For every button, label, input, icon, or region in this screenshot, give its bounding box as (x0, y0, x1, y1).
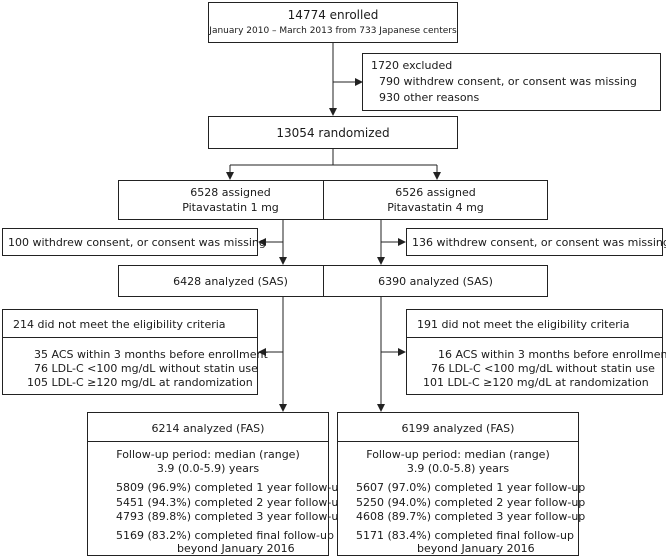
arm2-assigned-box: 6526 assigned Pitavastatin 4 mg (323, 180, 548, 220)
arm2-fas-divider (338, 441, 578, 442)
arm2-followup-item: 5607 (97.0%) completed 1 year follow-up (356, 481, 586, 494)
arm1-assigned-drug: Pitavastatin 1 mg (182, 201, 279, 214)
arm2-final-followup-date: beyond January 2016 (417, 542, 535, 555)
arm1-assigned-count: 6528 assigned (190, 186, 271, 199)
enrolled-count: 14774 enrolled (287, 8, 379, 22)
arm1-ineligible-item: 76 LDL-C <100 mg/dL without statin use (34, 362, 258, 375)
arm2-ineligible-item: 16 ACS within 3 months before enrollment (438, 348, 666, 361)
arm2-ineligible-box: 191 did not meet the eligibility criteri… (406, 309, 666, 395)
arm2-final-followup: 5171 (83.4%) completed final follow-up (356, 529, 574, 542)
arm2-ineligible-divider (407, 337, 662, 338)
excluded-title: 1720 excluded (371, 59, 453, 72)
enrollment-period: January 2010 – March 2013 from 733 Japan… (209, 26, 457, 36)
excluded-box: 1720 excluded 790 withdrew consent, or c… (362, 53, 661, 111)
arm1-fas-box: 6214 analyzed (FAS) Follow-up period: me… (87, 412, 345, 556)
arm2-withdrew-box: 136 withdrew consent, or consent was mis… (406, 228, 666, 256)
arm1-withdrew-box: 100 withdrew consent, or consent was mis… (2, 228, 266, 256)
arm1-ineligible-item: 35 ACS within 3 months before enrollment (34, 348, 268, 361)
arm2-withdrew-text: 136 withdrew consent, or consent was mis… (412, 236, 666, 249)
arm1-assigned-box: 6528 assigned Pitavastatin 1 mg (118, 180, 343, 220)
arm2-fas-box: 6199 analyzed (FAS) Follow-up period: me… (337, 412, 585, 556)
arm1-followup-value: 3.9 (0.0-5.9) years (156, 462, 260, 475)
arm2-sas-text: 6390 analyzed (SAS) (378, 275, 493, 288)
arm1-final-followup: 5169 (83.2%) completed final follow-up (116, 529, 334, 542)
arm1-withdrew-text: 100 withdrew consent, or consent was mis… (8, 236, 266, 249)
arm1-followup-title: Follow-up period: median (range) (116, 448, 300, 461)
arm1-final-followup-date: beyond January 2016 (177, 542, 295, 555)
arm2-sas-box: 6390 analyzed (SAS) (323, 265, 548, 297)
arm2-assigned-count: 6526 assigned (395, 186, 476, 199)
arm1-followup-item: 4793 (89.8%) completed 3 year follow-up (116, 510, 346, 523)
enrollment-box: 14774 enrolled January 2010 – March 2013… (208, 2, 458, 43)
arm2-assigned-drug: Pitavastatin 4 mg (387, 201, 484, 214)
arm1-fas-divider (88, 441, 328, 442)
arm2-fas-text: 6199 analyzed (FAS) (401, 422, 515, 435)
excluded-item: 930 other reasons (379, 91, 480, 104)
arm2-followup-item: 5250 (94.0%) completed 2 year follow-up (356, 496, 586, 509)
arm1-sas-text: 6428 analyzed (SAS) (173, 275, 288, 288)
arm2-followup-value: 3.9 (0.0-5.8) years (406, 462, 510, 475)
arm1-ineligible-box: 214 did not meet the eligibility criteri… (2, 309, 268, 395)
excluded-item: 790 withdrew consent, or consent was mis… (379, 75, 637, 88)
arm1-ineligible-title: 214 did not meet the eligibility criteri… (13, 318, 226, 331)
arm1-ineligible-divider (3, 337, 257, 338)
arm1-followup-item: 5809 (96.9%) completed 1 year follow-up (116, 481, 346, 494)
arm1-fas-text: 6214 analyzed (FAS) (151, 422, 265, 435)
arm1-ineligible-item: 105 LDL-C ≥120 mg/dL at randomization (27, 376, 253, 389)
randomized-box: 13054 randomized (208, 116, 458, 149)
arm2-followup-item: 4608 (89.7%) completed 3 year follow-up (356, 510, 586, 523)
arm2-ineligible-item: 76 LDL-C <100 mg/dL without statin use (431, 362, 655, 375)
randomized-count: 13054 randomized (276, 126, 390, 140)
arm1-followup-item: 5451 (94.3%) completed 2 year follow-up (116, 496, 346, 509)
arm2-ineligible-item: 101 LDL-C ≥120 mg/dL at randomization (423, 376, 649, 389)
arm2-ineligible-title: 191 did not meet the eligibility criteri… (417, 318, 630, 331)
arm1-sas-box: 6428 analyzed (SAS) (118, 265, 343, 297)
arm2-followup-title: Follow-up period: median (range) (366, 448, 550, 461)
